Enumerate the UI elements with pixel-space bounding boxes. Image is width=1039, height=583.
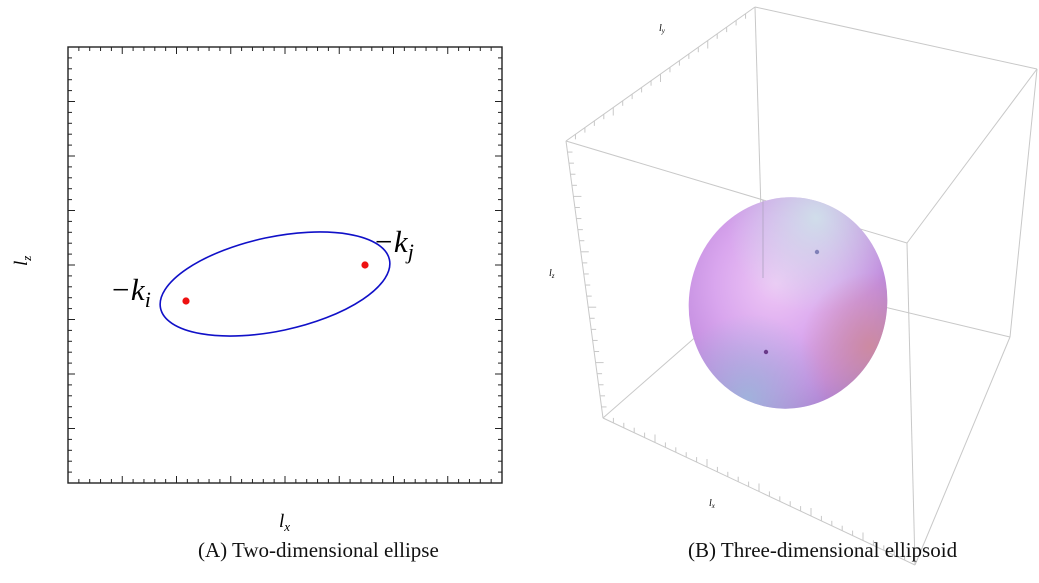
z-axis-label-3d-sub: z — [551, 272, 555, 280]
x-axis-label-3d-main: l — [709, 498, 712, 509]
y-axis-label-main: l — [11, 261, 32, 266]
caption-b-tag: (B) — [688, 538, 716, 562]
point-upper — [814, 249, 820, 255]
ellipsoid — [688, 197, 888, 409]
x-axis-label-sub: x — [283, 519, 290, 534]
x-axis-label: lx — [279, 511, 290, 534]
y-axis-label-3d: ly — [659, 23, 666, 35]
y-axis-label-3d-sub: y — [661, 27, 666, 35]
point-k-j — [361, 261, 369, 269]
x-axis-label-3d-sub: x — [711, 502, 716, 510]
point-k-j-label: −kj — [373, 224, 414, 264]
frame-ticks — [68, 47, 502, 483]
z-axis-label-3d-main: l — [549, 268, 552, 279]
ellipse — [159, 231, 391, 337]
caption-a-text: Two-dimensional ellipse — [232, 538, 439, 562]
point-k-j-label-main: −k — [373, 224, 409, 259]
point-k-i-label-main: −k — [110, 272, 146, 307]
panel-a: −ki −kj lx lz — [11, 46, 503, 534]
y-axis-label-sub: z — [19, 256, 34, 262]
point-k-i-label-sub: i — [145, 287, 151, 312]
caption-a-tag: (A) — [198, 538, 228, 562]
plot-frame — [67, 46, 503, 484]
caption-a: (A) Two-dimensional ellipse — [198, 538, 439, 563]
caption-b-text: Three-dimensional ellipsoid — [720, 538, 958, 562]
caption-b: (B) Three-dimensional ellipsoid — [688, 538, 957, 563]
point-k-i-label: −ki — [110, 272, 151, 312]
z-axis-label-3d: lz — [549, 268, 555, 280]
panel-b: ly lz lx — [549, 6, 1038, 566]
y-axis-label-3d-main: l — [659, 23, 662, 34]
point-k-i — [182, 297, 190, 305]
x-axis-label-3d: lx — [709, 498, 716, 510]
box-ticks — [567, 13, 906, 561]
point-k-j-label-sub: j — [405, 239, 414, 264]
point-lower — [763, 349, 769, 355]
y-axis-label: lz — [11, 256, 34, 266]
x-axis-label-main: l — [279, 511, 284, 532]
